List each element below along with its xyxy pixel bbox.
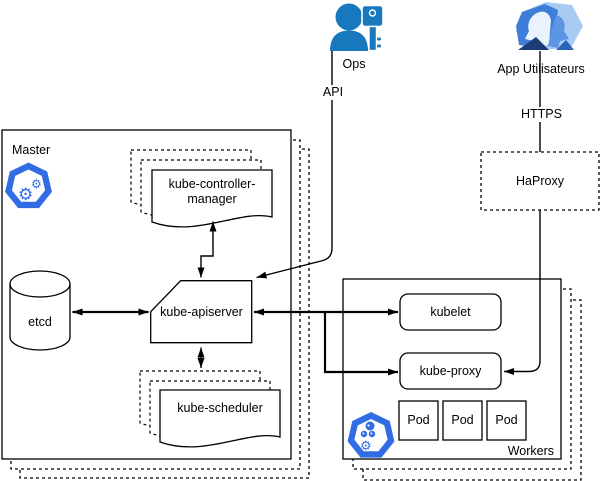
apiserver-label: kube-apiserver (160, 305, 243, 319)
ops-label: Ops (342, 57, 366, 71)
edge-haproxy-kubeproxy (504, 210, 541, 375)
pod-box-2 (442, 400, 483, 441)
app-users-label: App Utilisateurs (497, 62, 585, 76)
kubernetes-worker-icon: ⚙ (347, 412, 395, 458)
etcd-database-shape (9, 270, 71, 351)
ops-person-icon (330, 3, 384, 52)
kubelet-box (399, 293, 502, 331)
haproxy-box (480, 151, 600, 211)
kube-proxy-label: kube-proxy (419, 364, 482, 378)
https-edge-label: HTTPS (514, 107, 569, 122)
kube-proxy-box (399, 352, 502, 390)
haproxy-label: HaProxy (516, 174, 564, 188)
edge-apiserver-kubeproxy (323, 312, 398, 376)
scheduler-label: kube-scheduler (177, 401, 263, 415)
controller-manager-label: kube-controller-manager (168, 177, 256, 206)
api-edge-label: API (319, 85, 347, 100)
app-users-icon (516, 2, 583, 50)
connectors (72, 51, 541, 376)
apiserver-shape (150, 280, 253, 344)
pod-label-3: Pod (495, 413, 518, 427)
pod-box-3 (486, 400, 527, 441)
svg-text:⚙: ⚙ (360, 439, 372, 454)
edge-controller-apiserver (197, 221, 217, 278)
pod-box-1 (398, 400, 439, 441)
master-label: Master (12, 143, 51, 157)
key-icon (361, 4, 384, 52)
kubernetes-master-icon: ⚙ ⚙ (5, 162, 52, 209)
edge-ops-apiserver (256, 51, 333, 279)
pod-label-1: Pod (407, 413, 430, 427)
etcd-label: etcd (28, 315, 52, 329)
pod-label-2: Pod (451, 413, 474, 427)
kubelet-label: kubelet (430, 305, 471, 319)
svg-text:⚙: ⚙ (31, 177, 42, 191)
workers-label: Workers (507, 444, 554, 458)
svg-text:⚙: ⚙ (18, 185, 33, 205)
